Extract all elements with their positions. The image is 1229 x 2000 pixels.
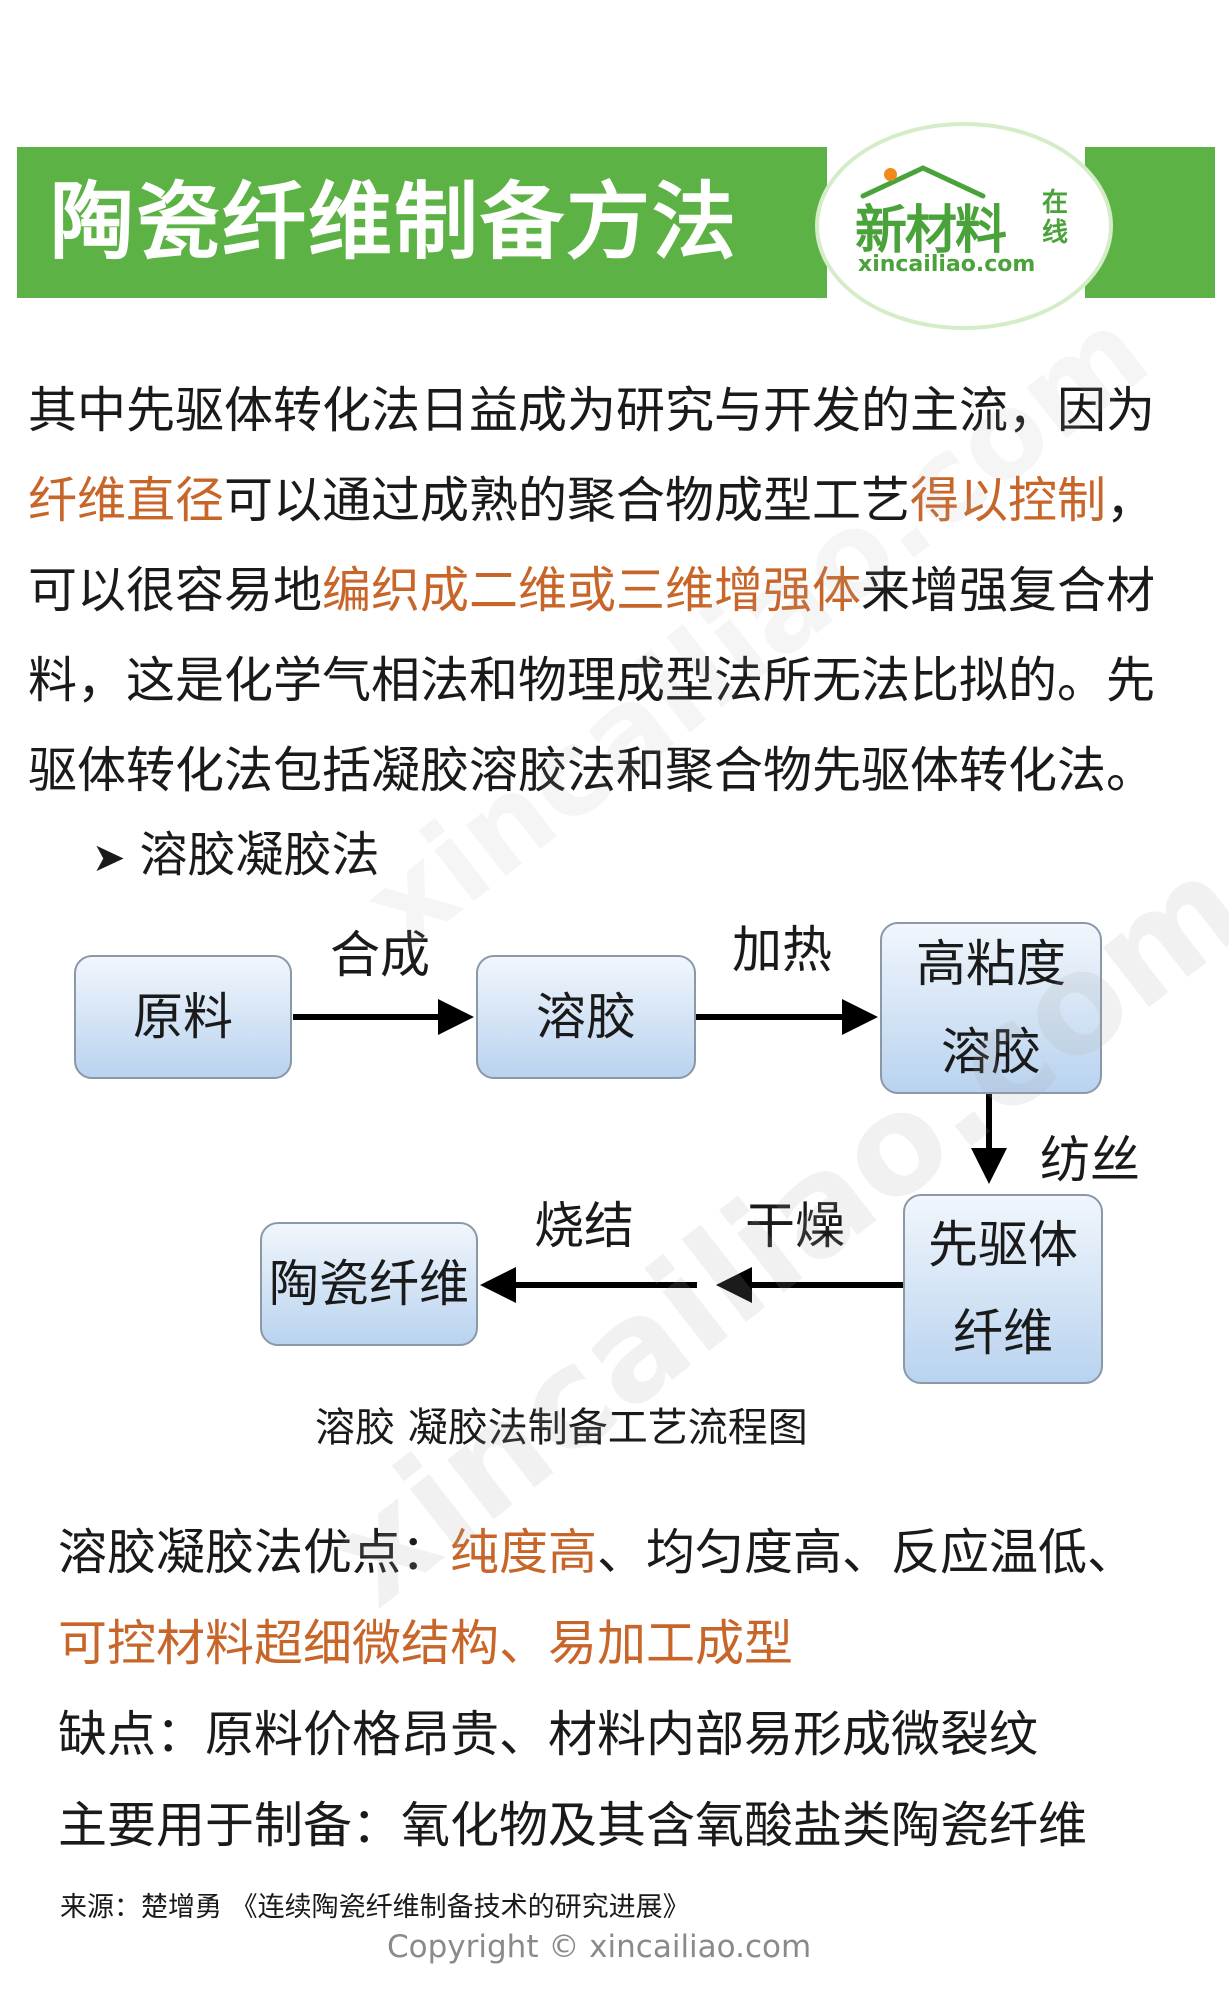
logo-url: xincailiao.com bbox=[858, 252, 1036, 277]
highlight-text: 纤维直径 bbox=[28, 472, 225, 529]
advantages-line-1: 溶胶凝胶法优点：纯度高、均匀度高、反应温低、 bbox=[58, 1524, 1137, 1581]
arrow-bullet-icon: ➤ bbox=[92, 835, 126, 881]
highlight-text: 得以控制 bbox=[910, 472, 1107, 529]
node-high-viscosity-sol: 高粘度溶胶 bbox=[880, 922, 1102, 1094]
source-citation: 来源：楚增勇 《连续陶瓷纤维制备技术的研究进展》 bbox=[60, 1892, 690, 1923]
diagram-caption: 溶胶 凝胶法制备工艺流程图 bbox=[315, 1405, 808, 1451]
node-precursor-fiber: 先驱体纤维 bbox=[903, 1194, 1103, 1384]
roof-icon bbox=[860, 165, 986, 199]
para-line: 可以很容易地编织成二维或三维增强体来增强复合材 bbox=[28, 562, 1156, 619]
disadvantages-line: 缺点：原料价格昂贵、材料内部易形成微裂纹 bbox=[58, 1706, 1039, 1763]
highlight-text: 纯度高 bbox=[450, 1524, 598, 1581]
logo-badge bbox=[815, 122, 1113, 330]
usage-line: 主要用于制备：氧化物及其含氧酸盐类陶瓷纤维 bbox=[58, 1797, 1088, 1854]
edge-label-synthesis: 合成 bbox=[330, 926, 430, 984]
section-bullet: ➤溶胶凝胶法 bbox=[92, 827, 380, 883]
node-sol: 溶胶 bbox=[476, 955, 696, 1079]
edge-label-heating: 加热 bbox=[732, 921, 832, 979]
title-banner bbox=[17, 147, 827, 298]
node-raw-material: 原料 bbox=[74, 955, 292, 1079]
logo-side-text: 在 线 bbox=[1041, 188, 1068, 248]
para-line: 其中先驱体转化法日益成为研究与开发的主流，因为 bbox=[28, 382, 1156, 439]
copyright-notice: Copyright © xincailiao.com bbox=[387, 1929, 812, 1965]
intro-paragraph: 其中先驱体转化法日益成为研究与开发的主流，因为 纤维直径可以通过成熟的聚合物成型… bbox=[28, 366, 1213, 816]
highlight-text: 编织成二维或三维增强体 bbox=[322, 562, 862, 619]
para-line: 驱体转化法包括凝胶溶胶法和聚合物先驱体转化法。 bbox=[28, 742, 1156, 799]
para-line: 纤维直径可以通过成熟的聚合物成型工艺得以控制， bbox=[28, 472, 1156, 529]
node-ceramic-fiber: 陶瓷纤维 bbox=[260, 1222, 478, 1346]
edge-label-sintering: 烧结 bbox=[534, 1197, 634, 1255]
sun-icon bbox=[884, 168, 897, 181]
advantages-line-2: 可控材料超细微结构、易加工成型 bbox=[58, 1615, 794, 1672]
page-title: 陶瓷纤维制备方法 bbox=[50, 173, 739, 271]
edge-label-spinning: 纺丝 bbox=[1040, 1131, 1140, 1189]
logo-text: 新材料 bbox=[855, 201, 1007, 261]
edge-label-drying: 干燥 bbox=[745, 1197, 845, 1255]
para-line: 料，这是化学气相法和物理成型法所无法比拟的。先 bbox=[28, 652, 1156, 709]
